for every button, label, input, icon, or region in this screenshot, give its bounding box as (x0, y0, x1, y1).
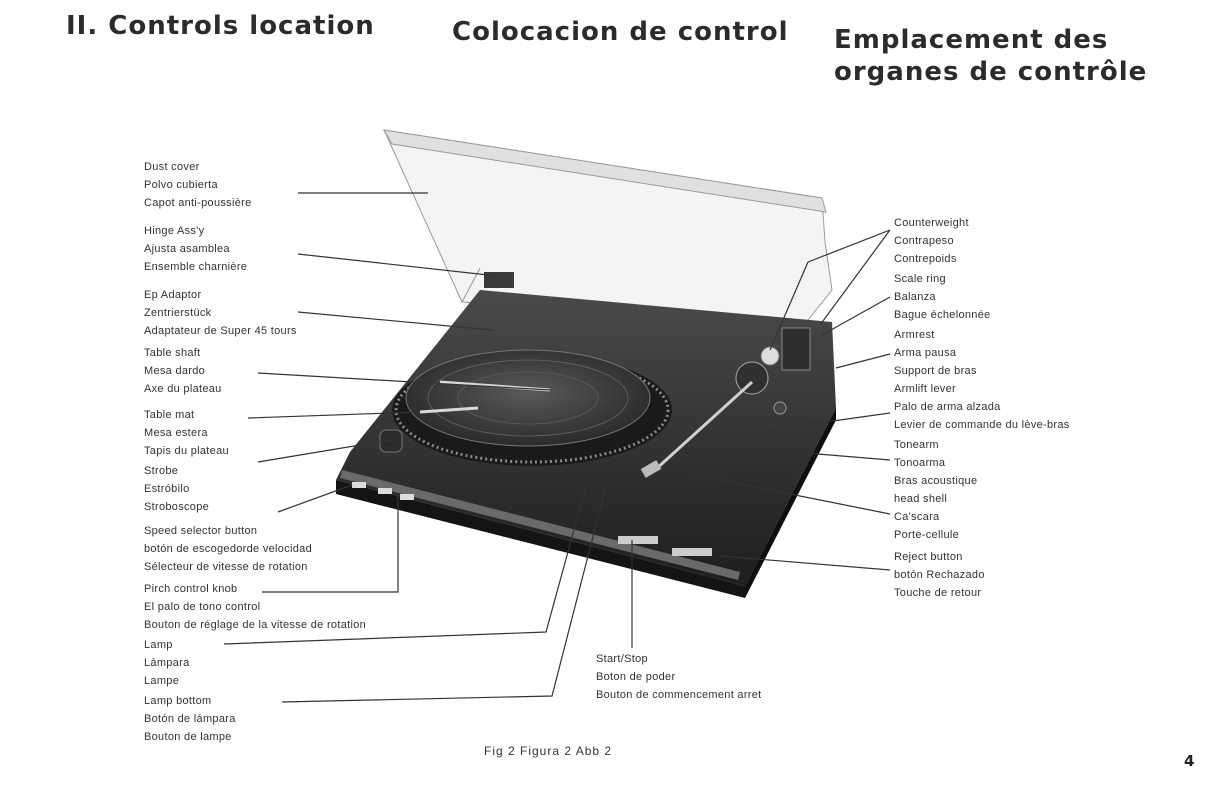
label-armrest: Armrest Arma pausa Support de bras (894, 329, 977, 377)
label-scale-ring: Scale ring Balanza Bague échelonnée (894, 273, 991, 321)
heading-french-line2: organes de contrôle (834, 57, 1148, 87)
label-pitch-control: Pirch control knob El palo de tono contr… (144, 583, 367, 631)
heading-french-line1: Emplacement des (834, 25, 1109, 55)
heading-spanish: Colocacion de control (452, 17, 789, 47)
label-start-stop: Start/Stop Boton de poder Bouton de comm… (596, 653, 762, 701)
dust-cover-shape (383, 129, 833, 331)
label-hinge-assy: Hinge Ass'y Ajusta asamblea Ensemble cha… (144, 225, 248, 273)
label-tonearm: Tonearm Tonoarma Bras acoustique (894, 439, 978, 487)
platter (392, 349, 672, 466)
label-armlift-lever: Armlift lever Palo de arma alzada Levier… (894, 383, 1070, 431)
label-reject-button: Reject button botón Rechazado Touche de … (894, 551, 985, 599)
heading-english: II. Controls location (66, 11, 375, 41)
page-number: 4 (1184, 752, 1195, 770)
leader-lines (223, 192, 891, 703)
label-ep-adaptor: Ep Adaptor Zentrierstück Adaptateur de S… (144, 289, 297, 337)
label-counterweight: Counterweight Contrapeso Contrepoids (894, 217, 969, 265)
label-strobe: Strobe Estróbilo Stroboscope (144, 465, 210, 513)
heading-french: Emplacement des organes de contrôle (834, 24, 1147, 88)
label-dust-cover: Dust cover Polvo cubierta Capot anti-pou… (144, 161, 252, 209)
label-lamp: Lamp Lámpara Lampe (144, 639, 190, 687)
label-head-shell: head shell Ca'scara Porte-cellule (894, 493, 960, 541)
label-lamp-bottom: Lamp bottom Botón de lámpara Bouton de l… (144, 695, 236, 743)
label-speed-selector: Speed selector button botón de escogedor… (144, 525, 313, 573)
label-table-shaft: Table shaft Mesa dardo Axe du plateau (144, 347, 222, 395)
label-table-mat: Table mat Mesa estera Tapis du plateau (144, 409, 229, 457)
tonearm-assembly (352, 272, 811, 556)
figure-caption: Fig 2 Figura 2 Abb 2 (484, 744, 613, 758)
